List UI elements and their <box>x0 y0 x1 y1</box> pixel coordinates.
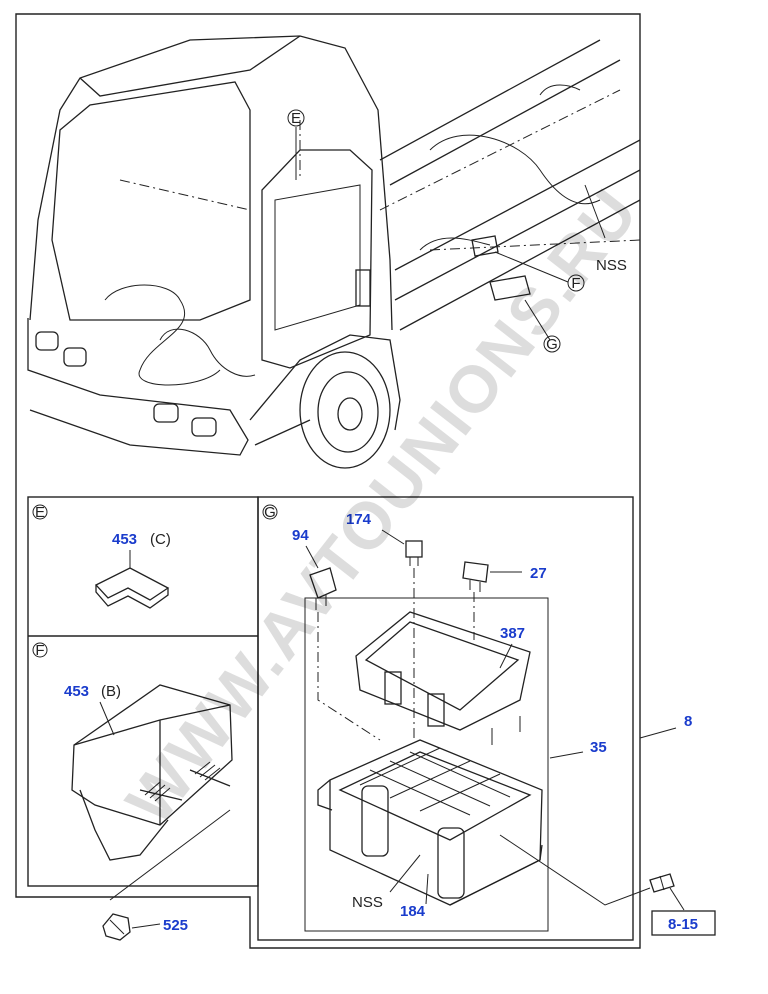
part-8[interactable]: 8 <box>684 713 692 730</box>
svg-text:F: F <box>571 275 580 292</box>
protector-clip-illustration <box>94 567 170 609</box>
leader-453-b <box>99 701 115 736</box>
svg-text:G: G <box>546 336 558 353</box>
suffix-c: (C) <box>150 531 171 548</box>
part-453-b[interactable]: 453 <box>64 683 89 700</box>
callout-e-detail: E <box>32 504 48 521</box>
fuse-box-cover <box>355 611 531 745</box>
part-525[interactable]: 525 <box>163 917 188 934</box>
bracket-illustration <box>71 684 233 901</box>
svg-text:F: F <box>35 642 44 659</box>
screw-connection-line <box>499 834 651 906</box>
fuse-27 <box>462 561 489 592</box>
part-35[interactable]: 35 <box>590 739 607 756</box>
leader-174 <box>381 529 405 545</box>
main-frame <box>15 13 641 949</box>
part-27[interactable]: 27 <box>530 565 547 582</box>
leader-8-15 <box>669 887 685 911</box>
leader-nss <box>389 854 421 893</box>
leader-525 <box>131 923 161 929</box>
svg-text:E: E <box>35 504 45 521</box>
callout-f-detail: F <box>32 642 48 659</box>
svg-text:8-15: 8-15 <box>668 916 698 933</box>
leader-184 <box>425 873 429 905</box>
part-453-c[interactable]: 453 <box>112 531 137 548</box>
screw-8-15 <box>649 873 675 893</box>
ref-8-15-button[interactable]: 8-15 <box>651 910 716 936</box>
part-94[interactable]: 94 <box>292 527 309 544</box>
leader-35 <box>549 751 584 759</box>
fuse-174 <box>405 540 423 566</box>
fuse-box-body <box>317 739 543 906</box>
nss-label-fuse-box: NSS <box>352 894 383 911</box>
nut-525 <box>102 913 131 941</box>
part-387[interactable]: 387 <box>500 625 525 642</box>
callout-g-detail: G <box>262 504 278 521</box>
fuse-box-frame <box>304 597 549 932</box>
detail-frame-g <box>257 496 634 941</box>
callout-f[interactable]: F <box>567 274 585 292</box>
watermark: WWW.AVTOUNIONS.RU <box>112 174 652 837</box>
relay-94 <box>309 567 337 610</box>
part-184[interactable]: 184 <box>400 903 426 920</box>
nss-label-main: NSS <box>596 257 627 274</box>
callout-g[interactable]: G <box>543 335 561 353</box>
leader-94 <box>305 545 319 569</box>
leader-8 <box>639 727 677 739</box>
suffix-b: (B) <box>101 683 121 700</box>
callout-e[interactable]: E <box>287 109 305 127</box>
svg-text:G: G <box>264 504 276 521</box>
truck-illustration <box>27 35 641 469</box>
svg-text:E: E <box>291 110 301 127</box>
part-174[interactable]: 174 <box>346 511 372 528</box>
